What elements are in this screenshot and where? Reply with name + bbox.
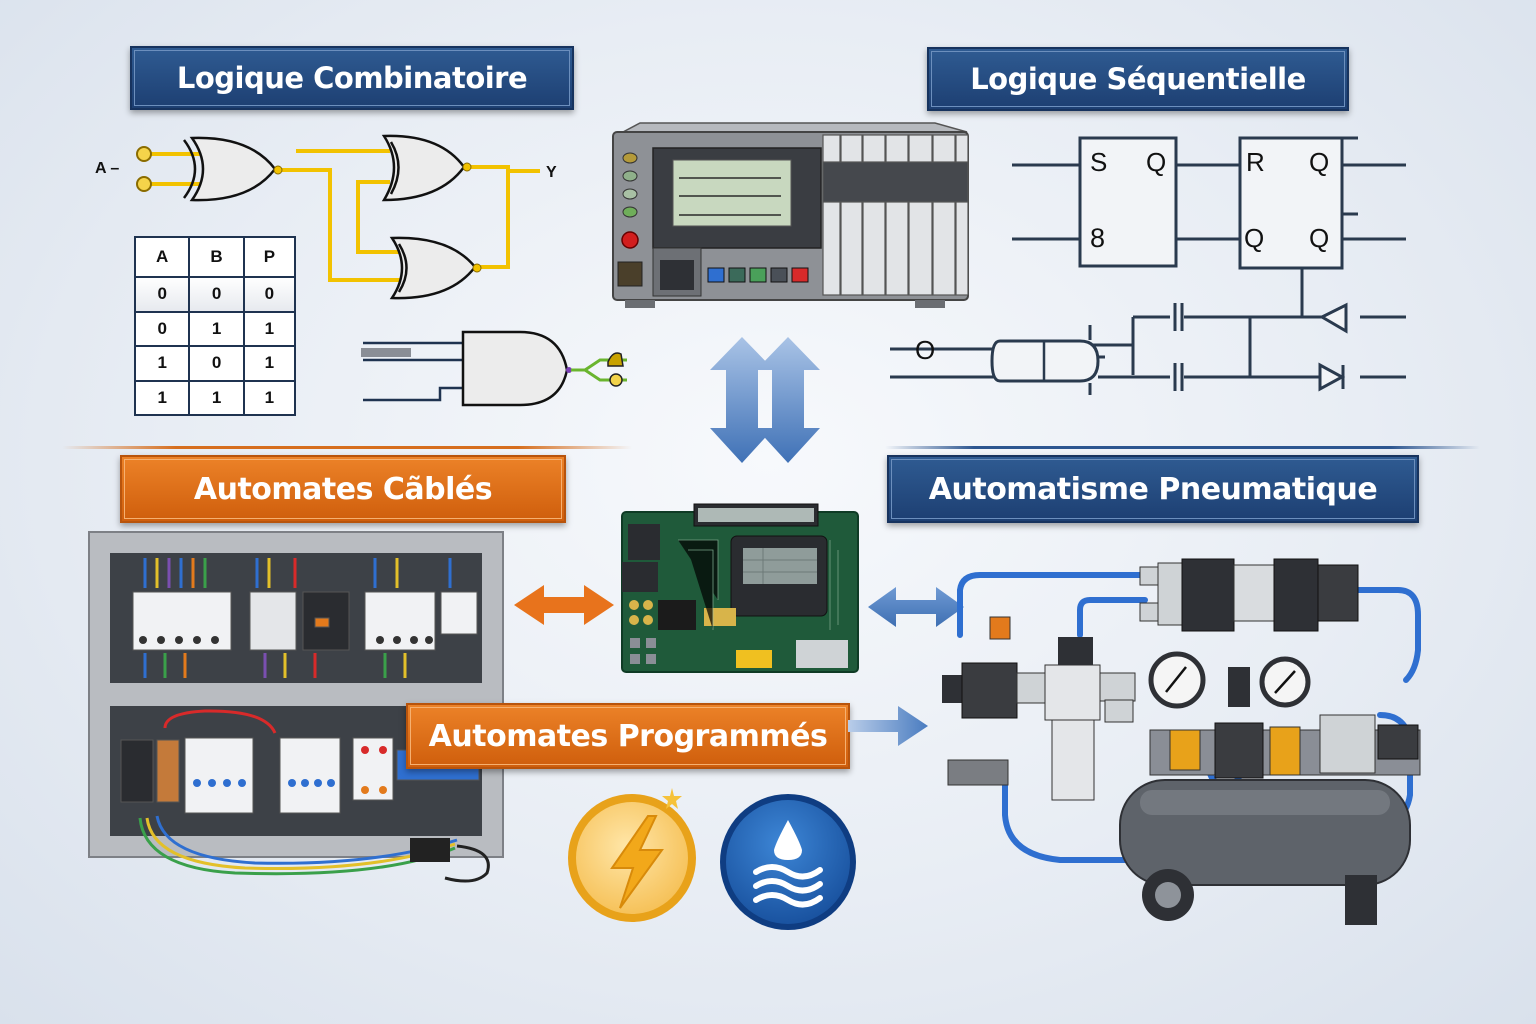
ff2-label-r: R [1246,147,1265,177]
lightning-bolt-icon [568,788,696,922]
cell: 1 [133,345,191,382]
banner-label: Logique Séquentielle [970,62,1306,96]
status-leds [622,152,638,218]
header-cell: A [133,236,191,278]
gate-input-bar [361,348,411,357]
cell: 1 [133,379,191,416]
water-drop-waves-icon [720,794,856,930]
truth-table-header: A B P [133,236,297,278]
banner-logique-sequentielle: Logique Séquentielle [927,47,1349,111]
plc-lcd-screen [672,159,792,227]
divider-right [885,446,1480,449]
truth-table-row: 1 1 1 [133,379,297,416]
xor-gate-1 [183,136,277,202]
output-led-2 [609,373,623,387]
truth-table-row: 0 0 0 [133,276,297,313]
buffer-symbol [1318,302,1348,334]
header-cell: P [242,236,297,278]
air-tank [1119,779,1411,925]
banner-automates-programmes: Automates Programmés [406,703,850,769]
pneumatic-cylinder [1139,558,1359,632]
banner-logique-combinatoire: Logique Combinatoire [130,46,574,110]
right-arrow [848,706,928,746]
or-gate-3 [389,236,477,300]
divider-left [62,446,632,449]
pcb-controller-board [621,503,859,673]
emergency-stop-button [621,231,639,249]
arrow-up-down-left [710,337,774,463]
truth-table: A B P 0 0 0 0 1 1 1 0 1 1 1 1 [133,236,297,416]
input-terminal-2 [136,176,152,192]
plc-controller [612,122,969,308]
pressure-gauge-1 [1148,651,1206,709]
output-led-1 [607,352,624,367]
input-label-o: O [915,335,936,365]
truth-table-row: 1 0 1 [133,345,297,382]
plc-function-buttons [707,267,809,283]
banner-automatisme-pneumatique: Automatisme Pneumatique [887,455,1419,523]
banner-label: Logique Combinatoire [176,61,528,95]
cell: 0 [133,276,191,313]
orange-bidirectional-arrow [514,585,614,625]
sequential-circuit [890,136,1406,395]
input-terminals [136,146,152,192]
input-label-a: A – [95,160,120,177]
input-terminal-1 [136,146,152,162]
pressure-gauge-2 [1259,656,1311,708]
and-gate-circuit [361,330,627,407]
arrow-up-down-right [756,337,820,463]
io-modules [822,134,969,296]
or-gate-2 [381,134,466,202]
combinational-circuit [136,134,540,300]
top-wiring [143,558,452,678]
solenoid-valve [961,662,1018,719]
header-cell: B [188,236,245,278]
cell: 1 [242,310,297,347]
ff2-label-q-bottom-left: Q [1244,223,1265,253]
cell: 1 [242,345,297,382]
truth-table-row: 0 1 1 [133,310,297,347]
bidirectional-vertical-arrows [710,337,820,463]
banner-label: Automatisme Pneumatique [928,471,1378,507]
diode-symbol [1318,362,1346,392]
top-terminals [139,636,433,644]
cell: 0 [188,276,245,313]
pneumatic-compressor-system [942,558,1421,925]
ff1-label-8: 8 [1090,223,1106,253]
cable-bundle [138,709,490,883]
banner-label: Automates Programmés [428,718,828,754]
top-breakers [132,591,478,651]
cell: 1 [188,379,245,416]
cell: 0 [133,310,191,347]
banner-label: Automates Cãblés [193,471,493,507]
cell: 1 [188,310,245,347]
and-gate [461,330,569,407]
cell: 0 [188,345,245,382]
ff2-label-q-bottom-right: Q [1309,223,1330,253]
cell: 1 [242,379,297,416]
ic-chip [658,600,696,630]
rs-flipflop-2 [1238,136,1344,270]
ff2-label-q-top: Q [1309,147,1330,177]
ff1-label-s: S [1090,147,1108,177]
filter-regulator [1044,664,1101,721]
cell: 0 [242,276,297,313]
exhaust-valve [947,759,1009,786]
plc-keypad [652,247,702,297]
ff1-label-q: Q [1146,147,1167,177]
banner-automates-cables: Automates Cãblés [120,455,566,523]
output-label-y: Y [546,164,557,181]
sr-flipflop-1 [1078,136,1178,268]
blue-bidirectional-arrow [868,587,964,627]
bottom-contacts [193,779,335,787]
